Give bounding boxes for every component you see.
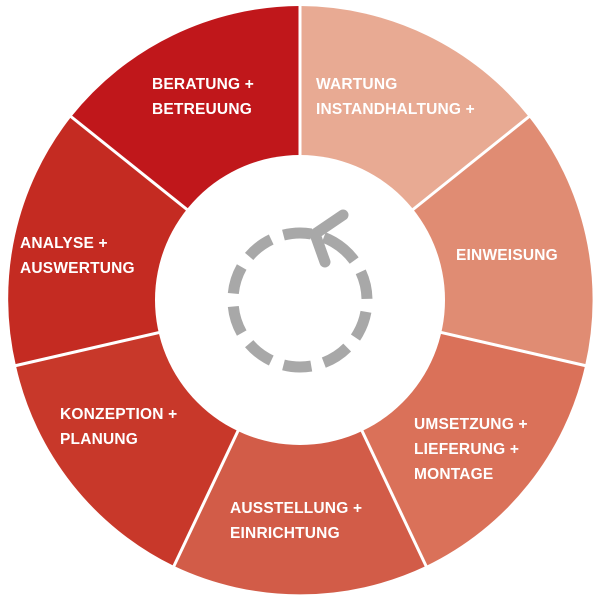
label-konzeption: KONZEPTION + PLANUNG bbox=[60, 402, 177, 452]
label-beratung: BERATUNG + BETREUUNG bbox=[152, 72, 254, 122]
cycle-arrow-icon bbox=[227, 227, 373, 373]
label-line: INSTANDHALTUNG + bbox=[316, 101, 475, 118]
segment-ausstellung bbox=[174, 300, 426, 595]
label-line: EINRICHTUNG bbox=[230, 525, 340, 542]
label-wartung: WARTUNG INSTANDHALTUNG + bbox=[316, 72, 475, 122]
label-line: AUSWERTUNG bbox=[20, 260, 135, 277]
label-line: MONTAGE bbox=[414, 466, 494, 483]
label-ausstellung: AUSSTELLUNG + EINRICHTUNG bbox=[230, 496, 362, 546]
label-line: KONZEPTION + bbox=[60, 406, 178, 423]
label-einweisung: EINWEISUNG bbox=[456, 243, 558, 268]
label-line: AUSSTELLUNG + bbox=[230, 500, 363, 517]
label-line: LIEFERUNG + bbox=[414, 441, 520, 458]
label-line: WARTUNG bbox=[316, 76, 398, 93]
arrow-head-icon bbox=[309, 209, 349, 268]
center-circle bbox=[155, 155, 445, 445]
label-line: EINWEISUNG bbox=[456, 247, 558, 264]
label-line: BERATUNG + bbox=[152, 76, 255, 93]
label-line: PLANUNG bbox=[60, 431, 139, 448]
label-umsetzung: UMSETZUNG + LIEFERUNG + MONTAGE bbox=[414, 412, 528, 487]
label-analyse: ANALYSE + AUSWERTUNG bbox=[20, 231, 135, 281]
label-line: UMSETZUNG + bbox=[414, 416, 528, 433]
label-line: ANALYSE + bbox=[20, 235, 108, 252]
label-line: BETREUUNG bbox=[152, 101, 252, 118]
